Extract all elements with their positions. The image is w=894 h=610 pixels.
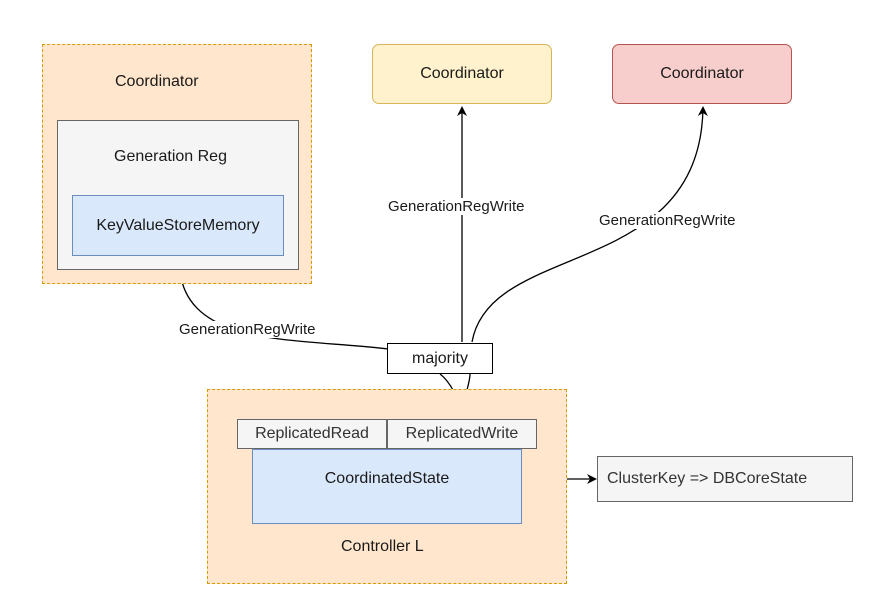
edge-label-to-red: GenerationRegWrite <box>598 212 737 229</box>
coordinator-red: Coordinator <box>612 44 792 104</box>
left-coordinator-group: Coordinator Generation Reg KeyValueStore… <box>42 44 312 284</box>
left-coordinator-title: Coordinator <box>115 73 199 90</box>
replicated-read-box: ReplicatedRead <box>237 419 387 449</box>
edge-label-to-yellow: GenerationRegWrite <box>387 198 526 215</box>
cluster-key-box: ClusterKey => DBCoreState <box>597 456 853 502</box>
controller-title: Controller L <box>341 538 424 555</box>
coordinator-yellow: Coordinator <box>372 44 552 104</box>
generation-reg-title: Generation Reg <box>114 148 227 165</box>
coordinated-state-box: CoordinatedState <box>252 449 522 524</box>
key-value-store-memory-box: KeyValueStoreMemory <box>72 195 284 256</box>
majority-box: majority <box>387 343 493 374</box>
edge-label-to-left: GenerationRegWrite <box>178 321 317 338</box>
replicated-write-box: ReplicatedWrite <box>387 419 537 449</box>
generation-reg-box: Generation Reg KeyValueStoreMemory <box>57 120 299 270</box>
edge-to-red-coordinator <box>471 106 708 343</box>
